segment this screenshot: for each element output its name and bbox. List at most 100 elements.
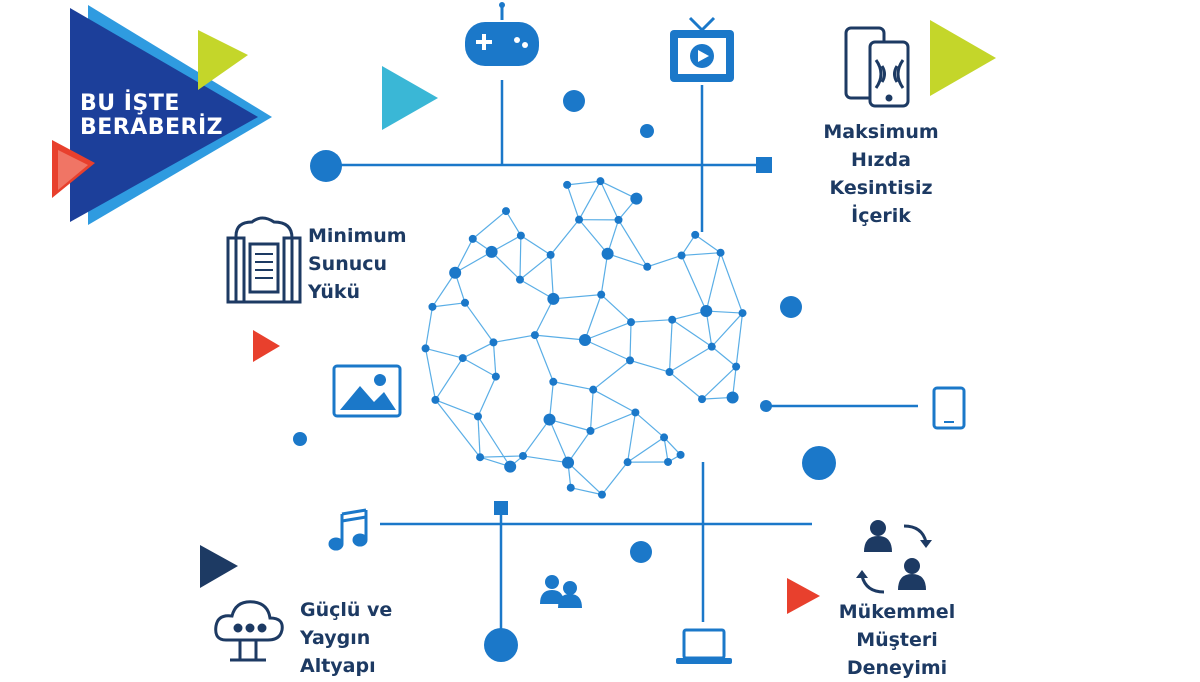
network-edge (590, 412, 635, 430)
network-node (739, 309, 747, 317)
network-edge (426, 348, 436, 400)
network-edge (523, 420, 550, 456)
network-node (691, 231, 699, 239)
network-node (677, 451, 685, 459)
network-node (727, 391, 739, 403)
logo-text: BU İŞTE BERABERİZ (80, 92, 223, 140)
tv-play-icon (670, 18, 734, 82)
network-edge (601, 254, 607, 295)
network-edge (600, 181, 618, 220)
network-node (602, 248, 614, 260)
network-node (615, 216, 623, 224)
network-node (579, 334, 591, 346)
network-node (666, 368, 674, 376)
lime-triangle (930, 20, 996, 96)
network-edge (493, 342, 495, 376)
people-icon (540, 575, 582, 608)
network-edge (579, 181, 600, 219)
network-edge (520, 236, 521, 280)
phone-signal-icon (846, 28, 908, 106)
network-node (598, 491, 606, 499)
network-node (461, 299, 469, 307)
network-node (469, 235, 477, 243)
network-edge (585, 295, 601, 340)
logo-line-2: BERABERİZ (80, 116, 223, 140)
feature-label-customer: Mükemmel Müşteri Deneyimi (822, 598, 972, 682)
network-edge (593, 390, 635, 413)
laptop-icon (676, 630, 732, 664)
network-edge (647, 255, 681, 266)
network-node (492, 373, 500, 381)
feature-line: Maksimum (806, 118, 956, 146)
network-edge (523, 456, 568, 463)
feature-line: Hızda (806, 146, 956, 174)
network-node (596, 177, 604, 185)
network-edge (535, 299, 553, 335)
network-edge (670, 372, 703, 399)
network-node (589, 386, 597, 394)
network-node (486, 246, 498, 258)
navy-triangle (200, 545, 238, 588)
network-edge (579, 220, 608, 254)
network-edge (571, 488, 602, 495)
network-node (708, 343, 716, 351)
music-note-icon (330, 510, 366, 549)
network-node (643, 263, 651, 271)
network-edge (585, 322, 631, 340)
network-node (664, 458, 672, 466)
red-triangle-right (787, 578, 820, 614)
network-edge (432, 303, 465, 307)
network-node (631, 408, 639, 416)
network-edge (551, 255, 554, 299)
network-edge (520, 255, 551, 280)
network-node (549, 378, 557, 386)
network-edge (712, 347, 736, 367)
users-exchange-icon (856, 520, 932, 592)
feature-line: Yaygın (300, 624, 392, 652)
feature-line: Güçlü ve (300, 596, 392, 624)
network-node (626, 356, 634, 364)
feature-line: İçerik (806, 202, 956, 230)
logo-line-1: BU İŞTE (80, 92, 223, 116)
network-node (567, 484, 575, 492)
network-edge (695, 235, 720, 253)
feature-line: Deneyimi (822, 654, 972, 682)
network-edge (736, 313, 742, 367)
network-node (732, 363, 740, 371)
network-edge (619, 220, 648, 267)
network-node (562, 457, 574, 469)
network-edge (567, 181, 600, 185)
network-node (504, 461, 516, 473)
network-edge (553, 382, 593, 390)
network-node (516, 276, 524, 284)
network-node (428, 303, 436, 311)
network-node (544, 414, 556, 426)
network-node (563, 181, 571, 189)
network-node (597, 291, 605, 299)
network-edge (521, 236, 551, 255)
network-edge (478, 377, 496, 417)
network-edge (473, 211, 506, 239)
network-node (547, 293, 559, 305)
network-node (531, 331, 539, 339)
red-triangle-left (253, 330, 280, 362)
network-node (517, 232, 525, 240)
network-node (431, 396, 439, 404)
network-edge (682, 253, 721, 256)
network-edge (670, 347, 712, 372)
image-icon (334, 366, 400, 416)
network-edge (630, 322, 631, 360)
feature-label-infra: Güçlü ve Yaygın Altyapı (300, 596, 392, 680)
network-globe (422, 177, 747, 498)
network-node (627, 318, 635, 326)
network-edge (463, 358, 496, 377)
floating-dots (293, 90, 836, 662)
feature-line: Minimum (308, 222, 407, 250)
network-edge (432, 273, 455, 307)
network-edge (478, 416, 480, 457)
network-node (459, 354, 467, 362)
cloud-network-icon (216, 602, 283, 660)
feature-label-server: Minimum Sunucu Yükü (308, 222, 407, 306)
network-node (575, 216, 583, 224)
network-edge (608, 254, 648, 267)
